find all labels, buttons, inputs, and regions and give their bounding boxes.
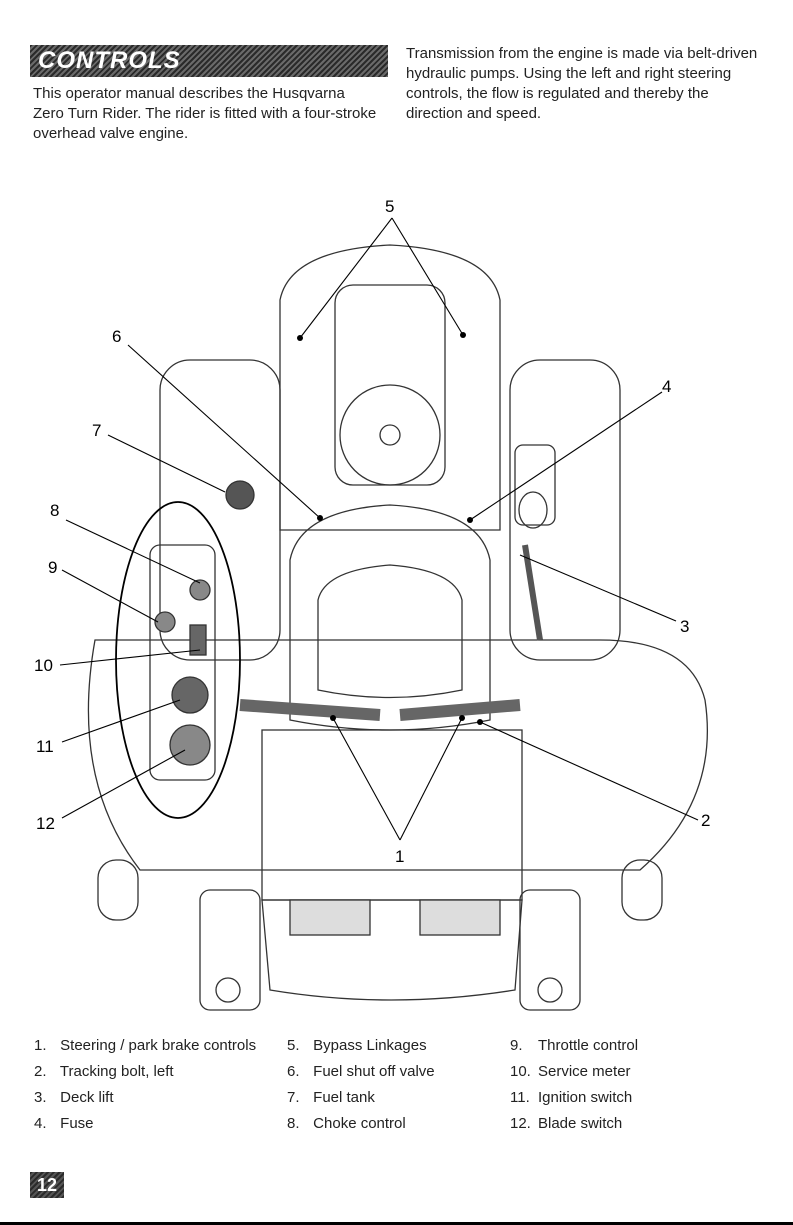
callout-8: 8: [50, 501, 59, 520]
seat: [289, 504, 491, 731]
caster-wheel-left: [199, 889, 261, 1011]
legend-item: 7. Fuel tank: [287, 1089, 375, 1106]
control-panel: [149, 544, 216, 781]
callout-9: 9: [48, 558, 57, 577]
legend-item: 5. Bypass Linkages: [287, 1037, 427, 1054]
engine-flywheel-hub: [379, 424, 401, 446]
fuse-housing: [514, 444, 556, 526]
callout-dots: [297, 332, 483, 725]
callout-3: 3: [680, 617, 689, 636]
deck-roller-left: [97, 859, 139, 921]
legend-item: 11.Ignition switch: [510, 1089, 633, 1106]
service-meter: [189, 624, 207, 656]
callout-5: 5: [385, 197, 394, 216]
callout-7: 7: [92, 421, 101, 440]
seat-cushion: [317, 564, 463, 699]
front-bumper: [261, 899, 523, 1001]
caster-hub-right: [537, 977, 563, 1003]
caster-hub-left: [215, 977, 241, 1003]
deck-lift-lever: [522, 544, 543, 641]
throttle-knob: [154, 611, 176, 633]
front-grille-left: [289, 899, 371, 936]
choke-knob: [189, 579, 211, 601]
callout-leaders: [59, 217, 699, 841]
callout-4: 4: [662, 377, 671, 396]
fuse-cap: [518, 491, 548, 529]
legend-item: 6. Fuel shut off valve: [287, 1063, 435, 1080]
mower-controls-figure: 1 2 3 4 5 6 7 8 9 10 11 12: [34, 197, 710, 1011]
right-fender: [509, 359, 621, 661]
left-fender: [159, 359, 281, 661]
ignition-switch: [171, 676, 209, 714]
page-number: 12: [30, 1172, 64, 1198]
control-panel-callout: [115, 501, 241, 819]
legend-item: 8. Choke control: [287, 1115, 406, 1132]
bottom-rule: [0, 1222, 793, 1225]
deck-roller-right: [621, 859, 663, 921]
legend-item: 3. Deck lift: [34, 1089, 114, 1106]
legend-item: 2. Tracking bolt, left: [34, 1063, 174, 1080]
legend-item: 10.Service meter: [510, 1063, 631, 1080]
section-heading-text: CONTROLS: [38, 47, 181, 74]
fuel-tank-cap: [225, 480, 255, 510]
callout-12: 12: [36, 814, 55, 833]
engine-flywheel: [339, 384, 441, 486]
callout-2: 2: [701, 811, 710, 830]
blade-switch: [169, 724, 211, 766]
callout-6: 6: [112, 327, 121, 346]
intro-paragraph-right: Transmission from the engine is made via…: [406, 45, 758, 122]
callout-1: 1: [395, 847, 404, 866]
steering-bar-left: [239, 699, 381, 721]
callout-11: 11: [36, 737, 54, 756]
intro-paragraph-left: This operator manual describes the Husqv…: [33, 85, 377, 142]
legend-item: 4. Fuse: [34, 1115, 94, 1132]
legend-item: 12.Blade switch: [510, 1115, 623, 1132]
section-heading: CONTROLS: [30, 45, 388, 77]
front-grille-right: [419, 899, 501, 936]
frame: [261, 729, 523, 901]
steering-bar-right: [399, 699, 521, 721]
callout-10: 10: [34, 656, 53, 675]
engine-shroud: [279, 244, 501, 531]
caster-wheel-right: [519, 889, 581, 1011]
legend-item: 1. Steering / park brake controls: [34, 1037, 257, 1054]
legend-item: 9.Throttle control: [510, 1037, 639, 1054]
